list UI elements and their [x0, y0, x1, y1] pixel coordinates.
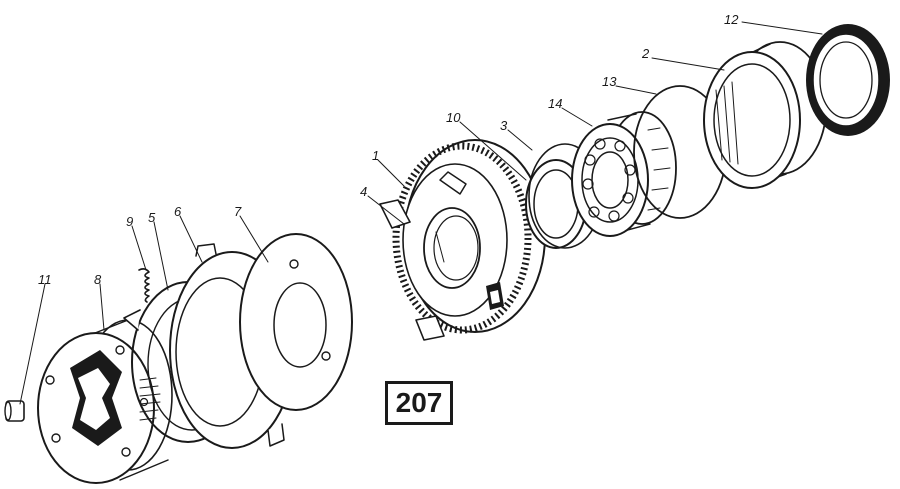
- callout-3: 3: [500, 118, 508, 133]
- callout-11: 11: [38, 272, 52, 287]
- leader-lines: [19, 21, 823, 405]
- part-12-seal: [806, 24, 890, 136]
- callout-1: 1: [372, 148, 379, 163]
- part-8-housing: [37, 319, 173, 484]
- callout-10: 10: [446, 110, 461, 125]
- part-2-housing-cup: [703, 41, 827, 189]
- callout-7: 7: [234, 204, 242, 219]
- part-7-end-plate: [239, 233, 353, 411]
- callout-13: 13: [602, 74, 617, 89]
- callout-5: 5: [148, 210, 156, 225]
- part-14-bearing: [571, 111, 677, 237]
- callout-4: 4: [360, 184, 367, 199]
- callout-9: 9: [126, 214, 133, 229]
- callout-12: 12: [724, 12, 739, 27]
- part-1-gear: [379, 139, 546, 341]
- part-9-spring: [138, 268, 150, 303]
- callout-2: 2: [641, 46, 650, 61]
- callout-8: 8: [94, 272, 102, 287]
- callout-14: 14: [548, 96, 562, 111]
- figure-number-box: 207: [385, 381, 453, 425]
- part-11-pin: [4, 400, 25, 422]
- figure-number: 207: [395, 387, 443, 418]
- callout-labels: 1 2 3 4 5 6 7 8 9 10 11 12 13 14: [38, 12, 739, 287]
- callout-6: 6: [174, 204, 182, 219]
